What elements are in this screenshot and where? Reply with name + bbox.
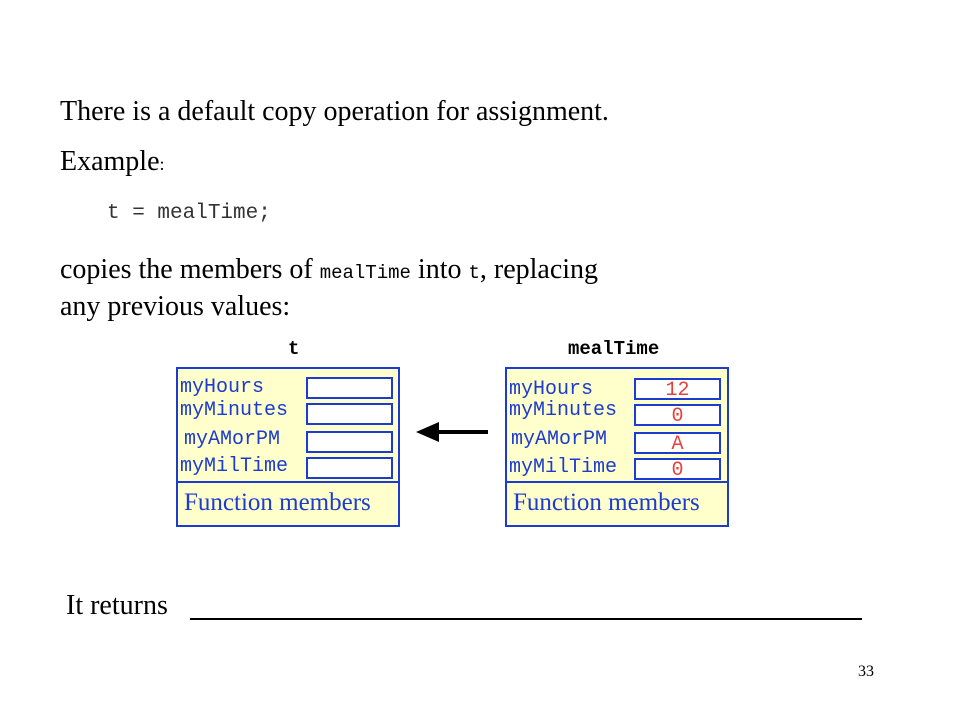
left-arrow-icon xyxy=(416,422,488,442)
copies-text-a: copies the members of xyxy=(60,254,320,285)
copies-code-mealtime: mealTime xyxy=(319,262,411,284)
function-members-label: Function members xyxy=(513,489,700,516)
member-value-myminutes xyxy=(306,403,393,425)
answer-blank-line xyxy=(190,618,862,620)
example-line: Example: xyxy=(60,146,165,180)
member-name-myamorpm: myAMorPM xyxy=(511,428,608,451)
heading-line: There is a default copy operation for as… xyxy=(60,96,609,128)
member-value-myhours: 12 xyxy=(634,378,721,402)
object-divider xyxy=(178,481,398,483)
data-members-area: myHours myMinutes myAMorPM myMilTime xyxy=(178,369,398,481)
code-statement: t = mealTime; xyxy=(107,202,271,225)
heading-text: There is a default copy operation for as… xyxy=(60,96,609,127)
object-divider xyxy=(507,481,727,483)
data-members-area: myHours myMinutes myAMorPM myMilTime 12 … xyxy=(507,369,727,482)
member-value-mymiltime: 0 xyxy=(634,458,721,482)
member-value-mymiltime xyxy=(306,457,393,479)
copies-line: copies the members of mealTime into t, r… xyxy=(60,254,598,289)
copies-text-c: , replacing xyxy=(479,254,599,285)
member-name-mymiltime: myMilTime xyxy=(180,455,289,478)
object-mealtime-box: myHours myMinutes myAMorPM myMilTime 12 … xyxy=(505,367,729,527)
member-value-myamorpm: A xyxy=(634,432,721,456)
function-members-label: Function members xyxy=(184,489,371,516)
object-mealtime-label: mealTime xyxy=(568,338,660,360)
member-name-myamorpm: myAMorPM xyxy=(184,428,281,451)
object-t-label: t xyxy=(288,338,300,360)
member-value-myminutes: 0 xyxy=(634,404,721,428)
member-name-myminutes: myMinutes xyxy=(509,399,618,422)
member-name-mymiltime: myMilTime xyxy=(509,456,618,479)
copies-text-b: into xyxy=(410,254,469,285)
member-name-myhours: myHours xyxy=(509,378,594,401)
returns-label: It returns xyxy=(66,590,168,621)
member-name-myminutes: myMinutes xyxy=(180,399,289,422)
example-label: Example xyxy=(60,146,160,177)
object-t-box: myHours myMinutes myAMorPM myMilTime Fun… xyxy=(176,367,400,527)
any-previous-line: any previous values: xyxy=(60,291,291,322)
copies-code-t: t xyxy=(468,262,480,284)
member-value-myamorpm xyxy=(306,431,393,453)
example-colon: : xyxy=(159,154,165,174)
member-value-myhours xyxy=(306,377,393,399)
page-number: 33 xyxy=(858,663,874,680)
member-name-myhours: myHours xyxy=(180,376,265,399)
